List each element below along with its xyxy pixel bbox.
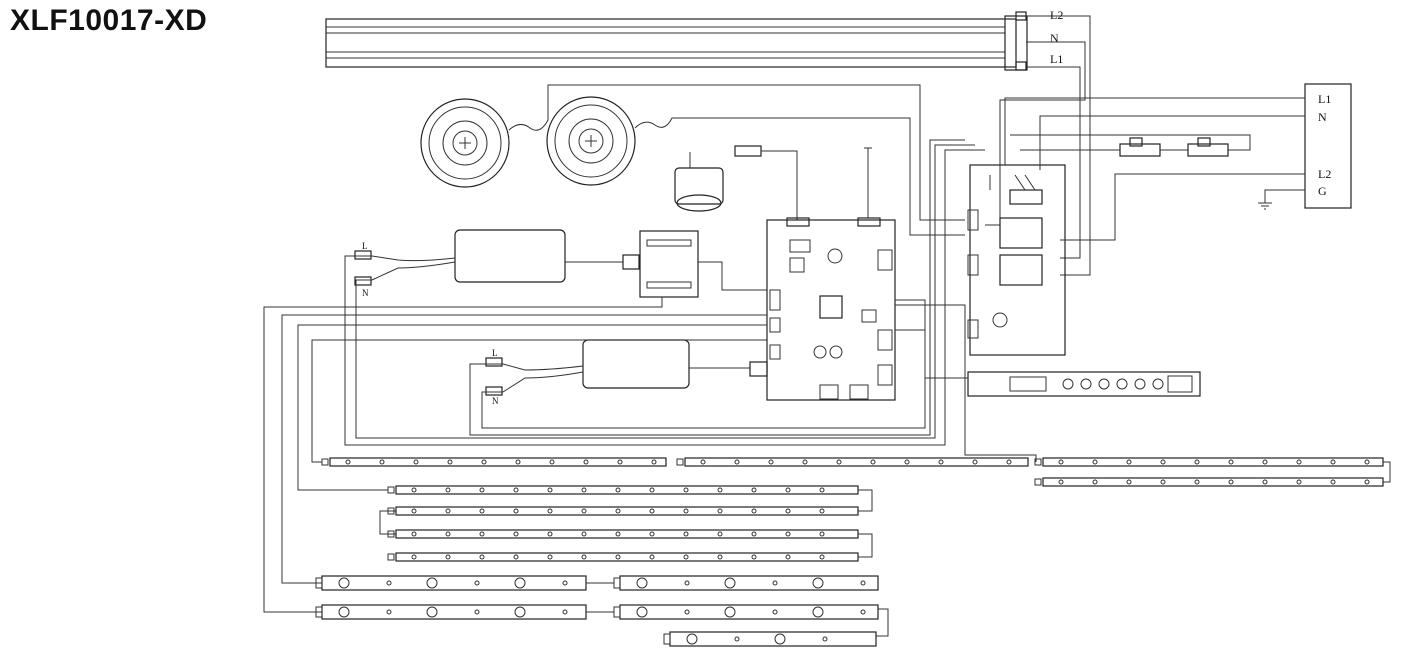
led-strip-thin — [1042, 457, 1384, 467]
adapter-2-l-label: L — [492, 348, 498, 358]
rail-terminal-n: N — [1050, 31, 1059, 45]
led-strip-thin — [395, 552, 859, 562]
rail-terminal-l2: L2 — [1050, 8, 1063, 22]
led-strip-spot — [619, 604, 879, 620]
rail-wires — [985, 15, 1091, 276]
thermostat-switches — [1010, 134, 1251, 157]
led-strip-thin — [684, 457, 1029, 467]
led-driver-board — [263, 230, 767, 613]
led-strip-spot — [321, 604, 587, 620]
led-strip-thin — [1042, 477, 1384, 487]
adapter-2-n-label: N — [492, 396, 499, 406]
relay-board — [967, 164, 1066, 356]
terminal-n: N — [1318, 110, 1327, 124]
led-strip-thin — [395, 529, 859, 539]
rail-terminal-l1: L1 — [1050, 52, 1063, 66]
fan-1 — [420, 84, 965, 221]
terminal-l1: L1 — [1318, 92, 1331, 106]
led-strip-thin — [329, 457, 667, 467]
terminal-g: G — [1318, 184, 1327, 198]
led-strip-thin — [395, 506, 859, 516]
led-strip-thin — [395, 485, 859, 495]
heating-rail — [325, 11, 1028, 71]
led-strip-spot — [321, 575, 587, 591]
led-strip-spot — [619, 575, 879, 591]
strip-wiring — [281, 139, 1037, 584]
led-strip-spot — [669, 631, 877, 647]
power-adapter-2 — [485, 339, 768, 396]
main-control-board — [766, 147, 896, 401]
power-adapter-1 — [354, 229, 640, 286]
power-terminal-block — [1004, 83, 1352, 241]
fan-2 — [546, 96, 965, 236]
motor — [674, 145, 798, 220]
adapter-1-l-label: L — [362, 241, 368, 251]
terminal-l2: L2 — [1318, 167, 1331, 181]
led-strips — [315, 457, 1391, 647]
model-title: XLF10017-XD — [10, 4, 208, 37]
display-key-panel — [895, 329, 1201, 397]
adapter-1-n-label: N — [362, 288, 369, 298]
